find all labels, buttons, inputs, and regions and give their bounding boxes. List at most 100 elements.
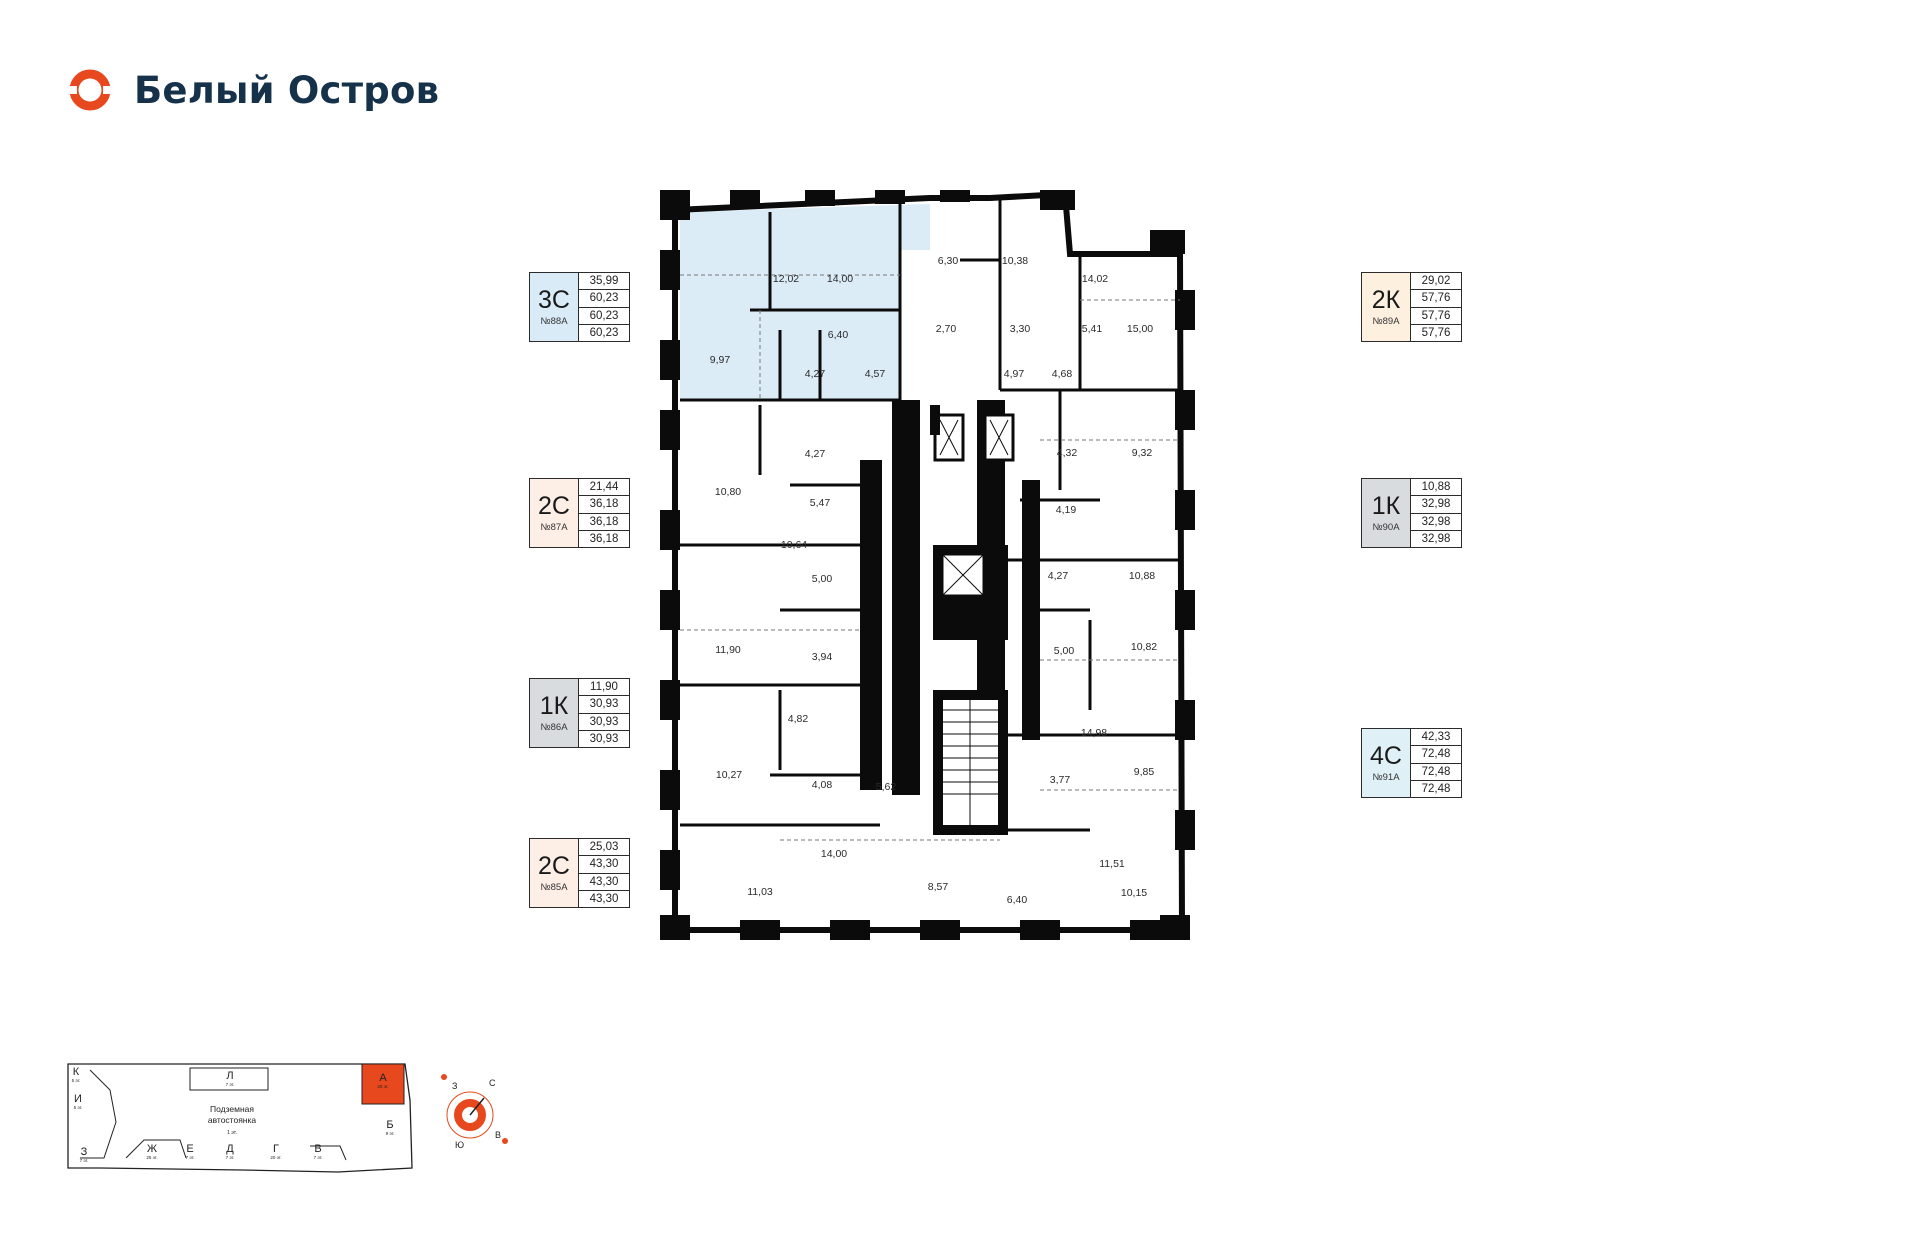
compass-west: З	[452, 1081, 457, 1091]
apartment-number: №91А	[1372, 772, 1400, 783]
key-section-floors: 20 эт.	[377, 1084, 388, 1089]
key-section-letter[interactable]: И	[74, 1093, 82, 1105]
apartment-area-value: 25,03	[579, 839, 629, 857]
key-section-letter[interactable]: А	[379, 1072, 387, 1084]
room-area-label: 14,02	[1082, 273, 1108, 285]
room-area-label: 4,68	[1052, 368, 1073, 380]
site-key-map: К5 эт.Л7 эт.А20 эт.И5 эт.Б9 эт.З7 эт.Ж25…	[67, 1063, 508, 1173]
room-area-label: 14,00	[821, 848, 847, 860]
key-section-letter[interactable]: З	[81, 1146, 88, 1158]
room-area-label: 10,64	[781, 539, 807, 551]
room-area-label: 4,27	[1048, 570, 1069, 582]
apartment-type: 2С №87А	[530, 479, 579, 547]
room-area-label: 3,30	[1010, 323, 1031, 335]
key-section-floors: 5 эт.	[74, 1105, 83, 1110]
room-area-label: 10,82	[1131, 641, 1157, 653]
brand-logo-icon	[67, 69, 113, 111]
apartment-number: №87А	[540, 522, 568, 533]
room-area-label: 10,88	[1129, 570, 1155, 582]
apartment-number: №89А	[1372, 316, 1400, 327]
parking-floors: 1 эт.	[227, 1130, 237, 1136]
key-section-floors: 7 эт.	[80, 1158, 89, 1163]
key-section-letter[interactable]: В	[314, 1143, 321, 1155]
sun-icon	[502, 1138, 508, 1144]
key-section-letter[interactable]: Е	[186, 1143, 193, 1155]
brand-name: Белый Остров	[134, 68, 440, 112]
compass: З С Ю В	[441, 1074, 508, 1150]
interior-walls	[680, 198, 1180, 832]
room-area-label: 9,97	[710, 354, 731, 366]
room-area-label: 3,94	[812, 651, 833, 663]
room-area-label: 5,00	[812, 573, 833, 585]
key-section-floors: 25 эт.	[146, 1155, 157, 1160]
room-area-label: 5,62	[876, 781, 897, 793]
apartment-area-value: 29,02	[1411, 273, 1461, 291]
room-area-label: 4,08	[812, 779, 833, 791]
apartment-number: №85А	[540, 882, 568, 893]
highlighted-apartment-88a[interactable]	[680, 204, 930, 400]
apartment-area-value: 60,23	[579, 307, 629, 325]
room-area-label: 10,27	[716, 769, 742, 781]
room-area-label: 4,27	[805, 448, 826, 460]
room-area-label: 14,00	[827, 273, 853, 285]
room-area-label: 10,15	[1121, 887, 1147, 899]
apartment-area-value: 35,99	[579, 273, 629, 291]
room-area-label: 4,19	[1056, 504, 1077, 516]
room-area-label: 12,02	[773, 273, 799, 285]
room-area-label: 5,41	[1082, 323, 1103, 335]
room-area-label: 4,57	[865, 368, 886, 380]
compass-north: С	[489, 1078, 496, 1088]
room-area-label: 3,77	[1050, 774, 1071, 786]
key-section-a-highlight[interactable]	[361, 1063, 405, 1105]
parking-label-2: автостоянка	[208, 1115, 257, 1125]
apartment-code: 2К	[1371, 286, 1401, 314]
key-section-floors: 7 эт.	[226, 1082, 235, 1087]
room-separators	[680, 274, 1180, 841]
key-section-floors: 7 эт.	[314, 1155, 323, 1160]
key-section-letter[interactable]: К	[73, 1066, 80, 1078]
key-section-floors: 7 эт.	[186, 1155, 195, 1160]
apartment-area-value: 72,48	[1411, 763, 1461, 781]
key-section-floors: 20 эт.	[270, 1155, 281, 1160]
room-area-label: 11,51	[1099, 858, 1125, 870]
apartment-area-value: 10,88	[1411, 479, 1461, 497]
room-area-label: 5,47	[810, 497, 831, 509]
apartment-area-value: 43,30	[579, 873, 629, 891]
room-area-label: 5,00	[1054, 645, 1075, 657]
apartment-code: 3С	[538, 286, 570, 314]
apartment-area-value: 32,98	[1411, 513, 1461, 531]
apartment-area-value: 36,18	[579, 530, 629, 547]
key-section-letter[interactable]: Ж	[147, 1143, 157, 1155]
apartment-number: №86А	[540, 722, 568, 733]
apartment-area-value: 72,48	[1411, 780, 1461, 797]
apartment-area-value: 21,44	[579, 479, 629, 497]
key-section-letter[interactable]: Д	[226, 1143, 234, 1155]
apartment-number: №90А	[1372, 522, 1400, 533]
key-section-letter[interactable]: Г	[273, 1143, 279, 1155]
room-area-label: 4,32	[1057, 447, 1078, 459]
apartment-number: №88А	[540, 316, 568, 327]
apartment-area-value: 43,30	[579, 856, 629, 874]
apartment-area-value: 30,93	[579, 730, 629, 747]
room-area-label: 6,30	[938, 255, 959, 267]
apartment-area-value: 32,98	[1411, 530, 1461, 547]
room-area-label: 9,32	[1132, 447, 1153, 459]
sun-icon	[441, 1074, 447, 1080]
key-section-letter[interactable]: Л	[226, 1070, 233, 1082]
apartment-type: 2К №89А	[1362, 273, 1411, 341]
apartment-code: 2С	[538, 492, 570, 520]
key-section-letter[interactable]: Б	[386, 1119, 393, 1131]
apartment-code: 1К	[539, 692, 569, 720]
